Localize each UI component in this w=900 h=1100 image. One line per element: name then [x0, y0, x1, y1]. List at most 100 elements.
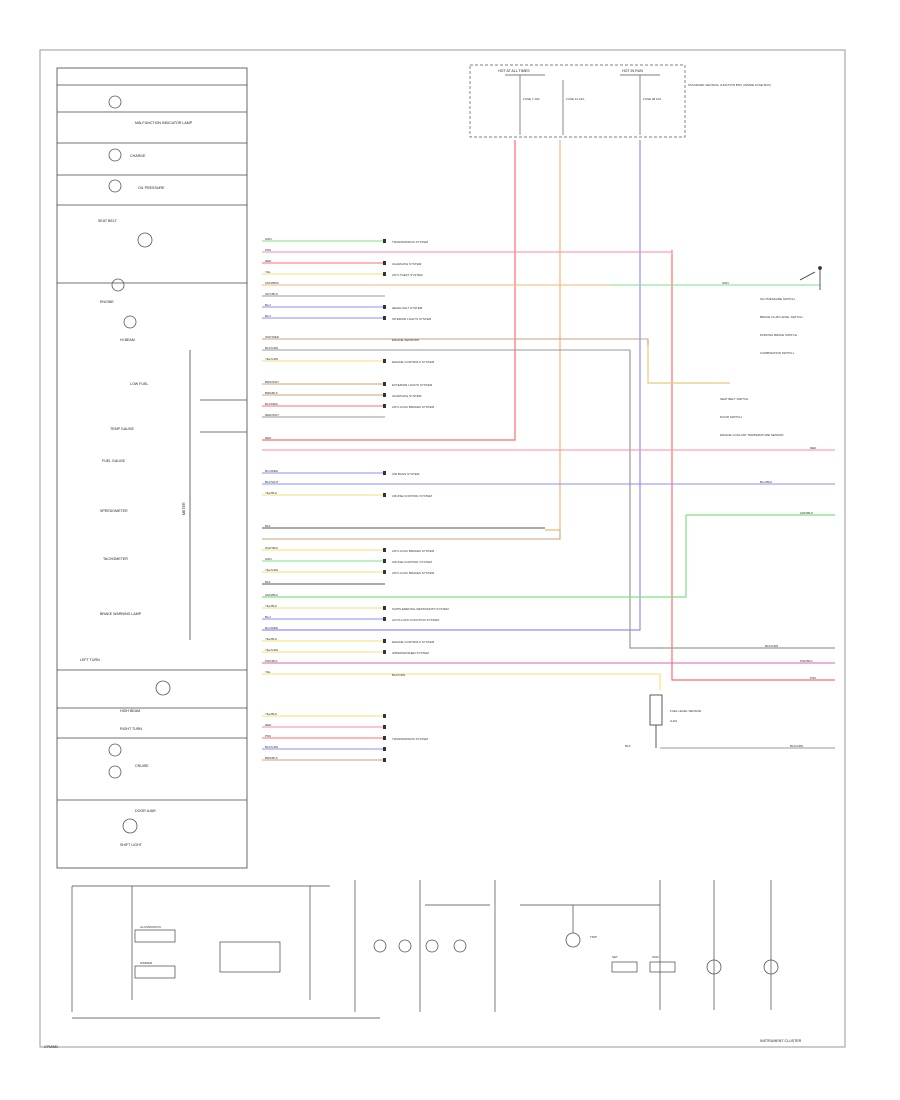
bottom-wire-2: PNK	[265, 734, 271, 738]
cluster-label-charge: CHARGE	[130, 154, 146, 158]
bottom-label-2: TRIP	[590, 935, 597, 939]
dest-label-3: ANTI-THEFT SYSTEM	[392, 273, 423, 277]
wire-label-22: YEL/GRN	[265, 568, 278, 572]
right-wire-8: BLK/GRN	[790, 744, 803, 748]
dest-label-0: TRANSMISSION SYSTEM	[392, 240, 429, 244]
cluster-label-rightturn: RIGHT TURN	[120, 727, 142, 731]
cluster-label-hibeam: HI BEAM	[120, 338, 135, 342]
bottom-wire-labels: YEL/BLK RED PNK BLK/GRN BRN/BLK TRANSMIS…	[265, 712, 429, 760]
dest-label-20: ANTI-LOCK BRAKES SYSTEM	[392, 549, 435, 553]
fuse-hot-all-label: HOT AT ALL TIMES	[498, 69, 530, 73]
cluster-label-lowfuel: LOW FUEL	[130, 382, 148, 386]
wire-label-8: WHT/RED	[265, 335, 280, 339]
bottom-label-3: SET	[612, 955, 618, 959]
cluster-label-engine: ENGINE	[100, 300, 114, 304]
bottom-label-4: ODO	[652, 955, 660, 959]
wire-label-21: GRN	[265, 557, 272, 561]
fuse-3-label: FUSE 28 10A	[643, 97, 661, 101]
wire-label-7: BLU	[265, 314, 271, 318]
dest-label-2: CHARGING SYSTEM	[392, 262, 422, 266]
dest-label-26: AUTO-LOCK FUNCTION SYSTEM	[392, 618, 439, 622]
bottom-label-0: ILLUMINATION	[140, 925, 161, 929]
right-wire-4: BLK/GRN	[765, 644, 778, 648]
wire-label-6: BLU	[265, 303, 271, 307]
dest-label-31: BLK/GRN	[392, 673, 405, 677]
vertical-wires	[262, 140, 835, 681]
right-wire-7: BLK	[625, 744, 631, 748]
cluster-label-highbeam: HIGH BEAM	[120, 709, 140, 713]
wire-label-13: BLK/RED	[265, 402, 279, 406]
wire-label-5: GRY/BLK	[265, 292, 278, 296]
dest-label-21: CRUISE CONTROL SYSTEM	[392, 560, 432, 564]
right-label-2: PARKING BRAKE SWITCH	[760, 333, 797, 337]
horizontal-wires	[262, 240, 835, 761]
wire-label-14: RED/WHT	[265, 413, 279, 417]
wire-label-11: BRN/WHT	[265, 380, 279, 384]
right-label-6: ENGINE COOLANT TEMPERATURE SENSOR	[720, 433, 784, 437]
bottom-label-1: DIMMER	[140, 961, 153, 965]
wire-label-16: BLU/RED	[265, 469, 279, 473]
cluster-label-leftturn: LEFT TURN	[80, 658, 100, 662]
wire-color-labels: GRN PNK RED YEL ORN/BRN GRY/BLK BLU BLU …	[265, 237, 280, 674]
dest-label-28: ENGINE CONTROLS SYSTEM	[392, 640, 435, 644]
wire-label-20: WHT/BLK	[265, 546, 278, 550]
oil-switch-symbol	[799, 266, 822, 290]
right-components: OIL PRESSURE SWITCH BRAKE FLUID LEVEL SW…	[670, 297, 802, 723]
dest-label-10: ENGINE CONTROLS SYSTEM	[392, 360, 435, 364]
dest-label-22: ANTI-LOCK BRAKES SYSTEM	[392, 571, 435, 575]
fuse-1-label: FUSE 7 10A	[523, 97, 540, 101]
right-label-4: SEAT BELT SWITCH	[720, 397, 748, 401]
wire-label-2: RED	[265, 259, 272, 263]
right-wire-labels: GRN RED BLU/BLK GRN/BLK BLK/GRN PNK/BLK …	[625, 281, 817, 748]
wire-dest-labels: TRANSMISSION SYSTEM CHARGING SYSTEM ANTI…	[392, 240, 449, 677]
cluster-label-temp: TEMP GAUGE	[110, 427, 134, 431]
diagram-border	[39, 49, 846, 1048]
cluster-label-meter: METER	[182, 502, 186, 515]
right-label-7: FUEL LEVEL SENSOR	[670, 709, 702, 713]
wire-label-15: RED	[265, 436, 272, 440]
cluster-label-fuel: FUEL GAUGE	[102, 459, 126, 463]
bottom-wire-dest: TRANSMISSION SYSTEM	[392, 737, 429, 741]
footer-right: INSTRUMENT CLUSTER	[760, 1039, 802, 1043]
wire-label-4: ORN/BRN	[265, 281, 279, 285]
cluster-label-cruise: CRUISE	[135, 764, 149, 768]
wire-label-25: YEL/BLK	[265, 604, 277, 608]
dest-label-16: AIR BAGS SYSTEM	[392, 472, 420, 476]
wire-label-28: YEL/BLK	[265, 637, 277, 641]
bottom-wire-1: RED	[265, 723, 272, 727]
wire-label-27: BLU/RED	[265, 626, 279, 630]
dest-label-5: HEADLIGHT SYSTEM	[392, 306, 423, 310]
cluster-label-brake: BRAKE WARNING LAMP	[100, 612, 142, 616]
fuse-box-note: STANDARD CENTRAL JUNCTION BOX (INSIDE FU…	[688, 83, 771, 87]
bottom-wire-3: BLK/GRN	[265, 745, 278, 749]
bottom-labels: ILLUMINATION DIMMER TRIP SET ODO	[140, 925, 660, 965]
right-wire-6: PNK	[810, 676, 816, 680]
right-wire-0: GRN	[722, 281, 729, 285]
right-label-0: OIL PRESSURE SWITCH	[760, 297, 795, 301]
right-wire-2: BLU/BLK	[760, 480, 772, 484]
cluster-label-oil: OIL PRESSURE	[138, 186, 165, 190]
wire-label-30: PNK/BLK	[265, 659, 278, 663]
dest-label-13: ANTI-LOCK BRAKES SYSTEM	[392, 405, 435, 409]
bottom-wire-4: BRN/BLK	[265, 756, 278, 760]
dest-label-8: ENGINE SENSORS	[392, 338, 419, 342]
wire-label-24: GRN/BLK	[265, 593, 278, 597]
cluster-label-mil: MALFUNCTION INDICATOR LAMP	[135, 121, 193, 125]
right-label-1: BRAKE FLUID LEVEL SWITCH	[760, 315, 802, 319]
dest-label-29: WIPER/WASHER SYSTEM	[392, 651, 429, 655]
wire-label-0: GRN	[265, 237, 272, 241]
cluster-label-doorajar: DOOR AJAR	[135, 809, 156, 813]
instrument-cluster-box	[56, 67, 248, 869]
right-label-8: G101	[670, 719, 678, 723]
wire-label-23: BLK	[265, 580, 271, 584]
cluster-label-speedometer: SPEEDOMETER	[100, 509, 128, 513]
dest-label-18: CRUISE CONTROL SYSTEM	[392, 494, 432, 498]
cluster-lamps	[108, 95, 779, 975]
right-wire-3: GRN/BLK	[800, 511, 813, 515]
cluster-label-shift: SHIFT LIGHT	[120, 843, 143, 847]
wire-label-9: BLK/GRN	[265, 346, 278, 350]
right-wire-1: RED	[810, 446, 817, 450]
dest-label-25: SUPPLEMENTAL RESTRAINTS SYSTEM	[392, 607, 449, 611]
fuse-hot-run-label: HOT IN RUN	[622, 69, 643, 73]
